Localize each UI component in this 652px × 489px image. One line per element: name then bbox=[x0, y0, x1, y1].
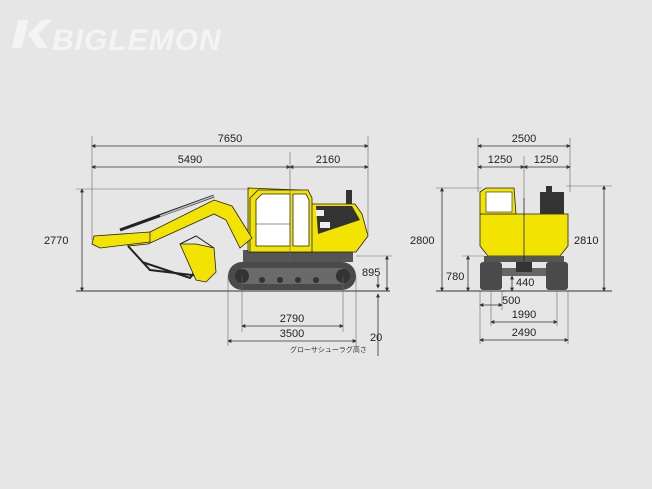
dim-counterweight-clearance: 895 bbox=[362, 267, 380, 279]
arm bbox=[91, 231, 151, 249]
track-right-front bbox=[546, 262, 568, 290]
track-left-front bbox=[480, 262, 502, 290]
grouser-note: グローサシューラグ高さ bbox=[290, 345, 367, 354]
dim-track-gauge: 1990 bbox=[512, 309, 536, 321]
front-dimensions: 2500 1250 1250 2800 780 2810 440 500 199… bbox=[410, 133, 612, 344]
excavator-side-view bbox=[76, 187, 390, 292]
dim-tail-length: 2160 bbox=[316, 154, 340, 166]
excavator-front-view bbox=[436, 186, 612, 292]
dim-cab-height: 2800 bbox=[410, 235, 434, 247]
dim-ground-clearance: 440 bbox=[516, 277, 534, 289]
dim-overall-height-right: 2810 bbox=[574, 235, 598, 247]
dim-overall-width: 2500 bbox=[512, 133, 536, 145]
dim-half-width-right: 1250 bbox=[534, 154, 558, 166]
brand-logo: BIGLEMON bbox=[12, 20, 222, 57]
dim-half-width-left: 1250 bbox=[488, 154, 512, 166]
dim-shoe-width: 500 bbox=[502, 295, 520, 307]
dim-track-width: 2490 bbox=[512, 327, 536, 339]
dim-overall-height: 2770 bbox=[44, 235, 68, 247]
dim-front-length: 5490 bbox=[178, 154, 202, 166]
dim-track-length: 2790 bbox=[280, 313, 304, 325]
dim-undercarriage-length: 3500 bbox=[280, 328, 304, 340]
dim-upper-clearance: 780 bbox=[446, 271, 464, 283]
side-dimensions: 7650 5490 2160 2770 895 2790 3500 20 グロー… bbox=[44, 133, 392, 356]
dim-overall-length: 7650 bbox=[218, 133, 242, 145]
dim-grouser-height: 20 bbox=[370, 332, 382, 344]
brand-logo-text: BIGLEMON bbox=[52, 24, 222, 57]
